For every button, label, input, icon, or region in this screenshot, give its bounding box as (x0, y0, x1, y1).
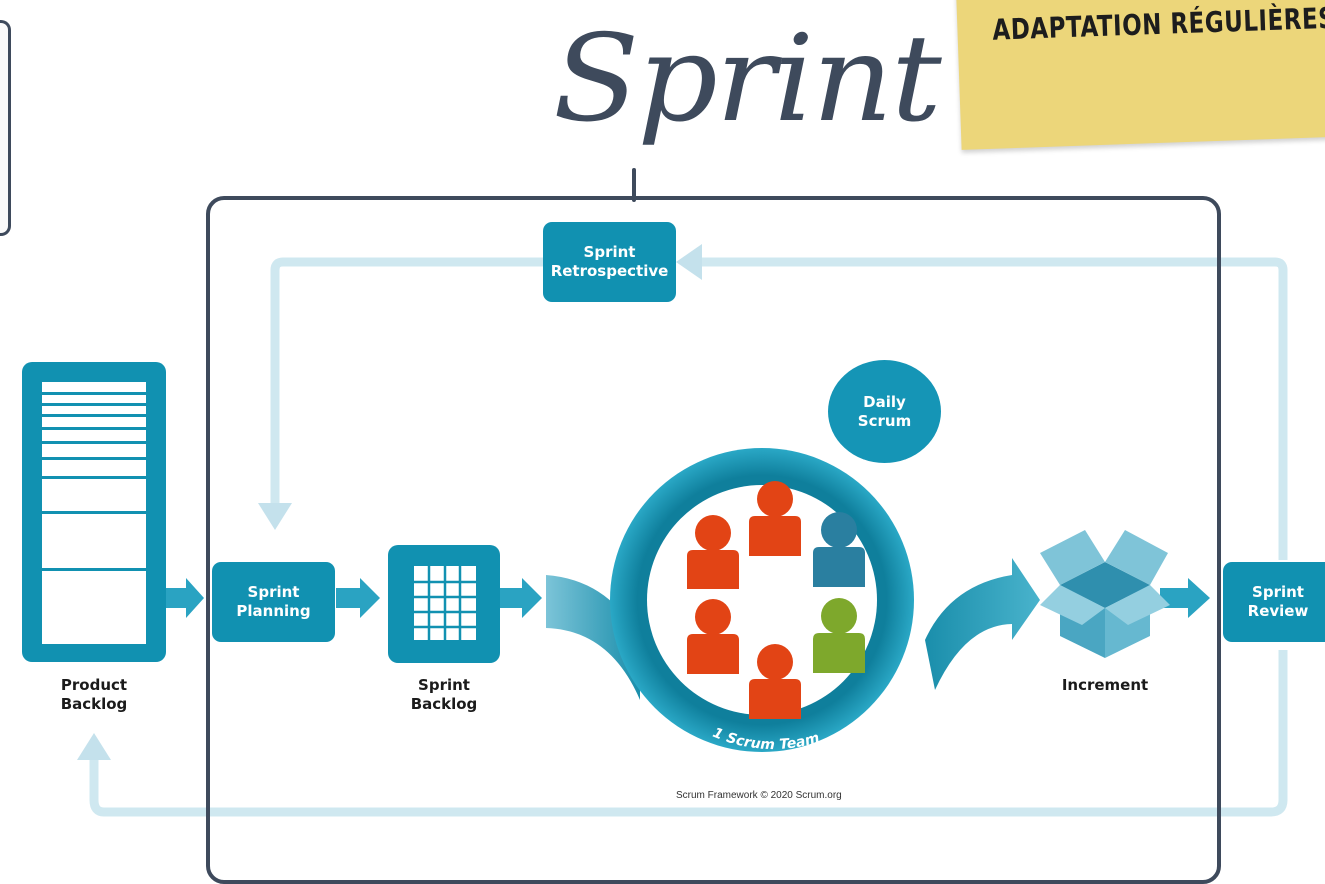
team-people (687, 481, 865, 719)
title-stem (632, 168, 636, 202)
increment-label: Increment (1061, 676, 1149, 694)
person-icon (749, 644, 801, 719)
retro-to-planning-line (270, 257, 545, 505)
product-backlog-label: Product Backlog (60, 676, 128, 713)
handwritten-title: Sprint (553, 10, 942, 149)
arrowhead-to-retro (676, 244, 702, 280)
daily-scrum-circle: Daily Scrum (828, 360, 941, 463)
swoop-in (546, 575, 640, 700)
edge-card (0, 20, 11, 236)
review-to-retro-line (700, 257, 1288, 560)
person-icon (687, 599, 739, 674)
review-to-backlog-line (89, 650, 1288, 817)
sticky-note-text: ADAPTATION RÉGULIÈRES (991, 2, 1325, 48)
feedback-loops (89, 257, 1288, 817)
copyright-text: Scrum Framework © 2020 Scrum.org (676, 790, 842, 801)
person-icon (813, 598, 865, 673)
open-box-icon (1040, 530, 1170, 658)
person-icon (687, 515, 739, 589)
sprint-backlog-icon (388, 545, 500, 663)
sprint-backlog-label: Sprint Backlog (410, 676, 478, 713)
sprint-frame (206, 196, 1221, 884)
flow-arrows (166, 578, 1210, 618)
arrow-increment-to-review (1160, 578, 1210, 618)
sprint-retrospective-box: Sprint Retrospective (543, 222, 676, 302)
person-icon (813, 512, 865, 587)
sprint-planning-box: Sprint Planning (212, 562, 335, 642)
arrow-sprint-backlog-to-team (498, 578, 542, 618)
sticky-note: ADAPTATION RÉGULIÈRES (955, 0, 1325, 150)
arrowhead-to-backlog (77, 733, 111, 760)
arrow-backlog-to-planning (166, 578, 204, 618)
arrowhead-to-planning (258, 503, 292, 530)
product-backlog-icon (22, 362, 166, 662)
sprint-review-box: Sprint Review (1223, 562, 1325, 642)
swoop-out (925, 558, 1040, 690)
arrow-planning-to-sprint-backlog (336, 578, 380, 618)
person-icon (749, 481, 801, 556)
